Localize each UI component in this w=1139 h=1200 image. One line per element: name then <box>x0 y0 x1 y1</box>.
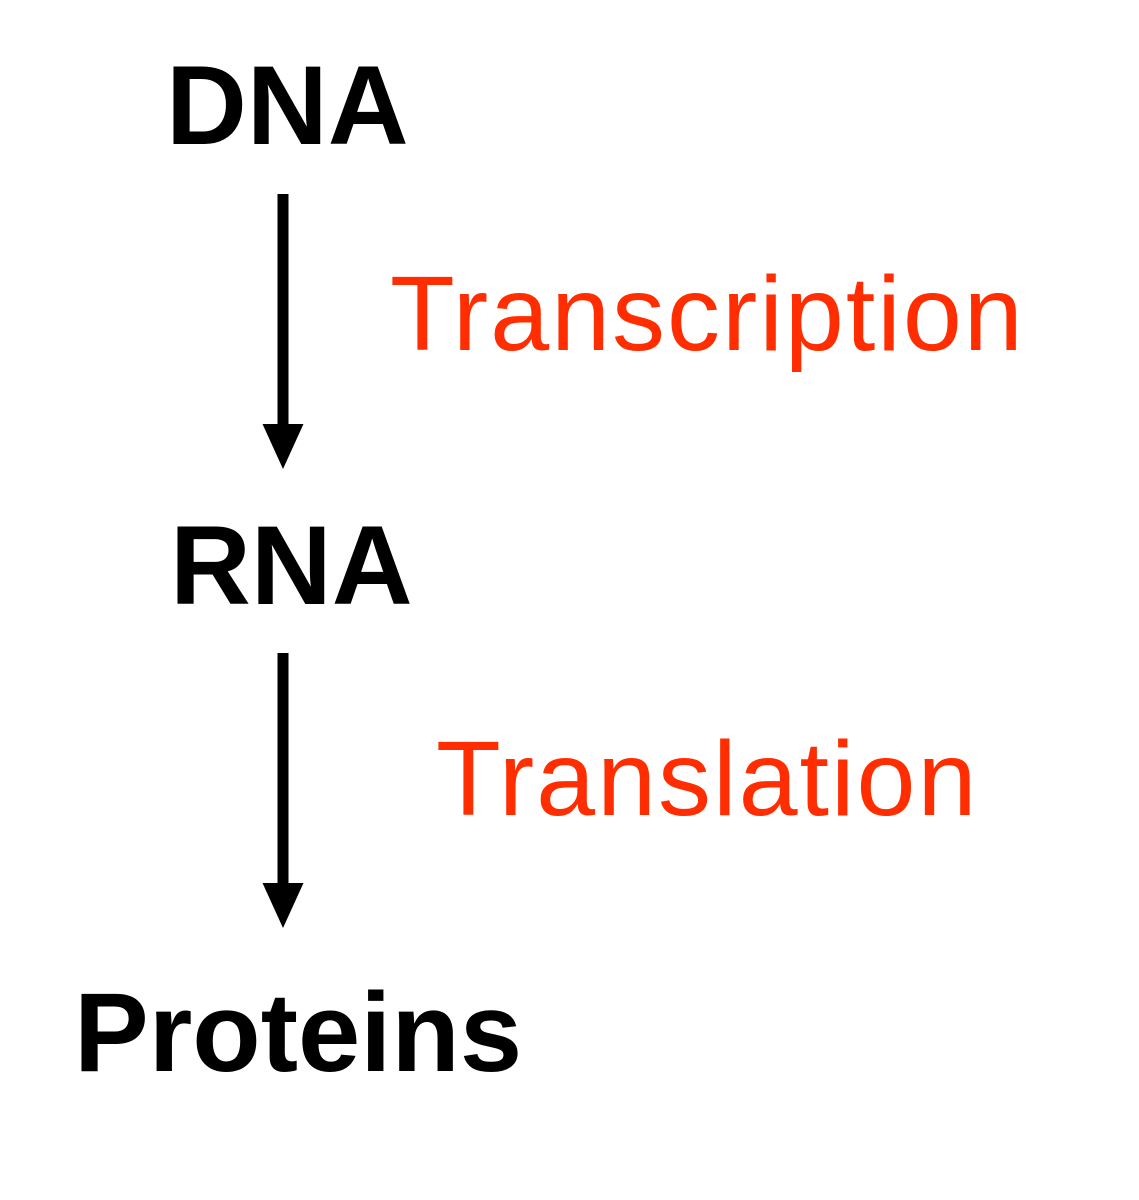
node-rna: RNA <box>170 503 413 628</box>
arrow-dna-to-rna-icon <box>262 194 304 469</box>
edge-label-translation: Translation <box>436 720 979 838</box>
node-proteins: Proteins <box>74 970 523 1095</box>
edge-label-transcription: Transcription <box>390 255 1025 373</box>
arrow-rna-to-proteins-icon <box>262 653 304 928</box>
node-dna: DNA <box>166 43 409 168</box>
